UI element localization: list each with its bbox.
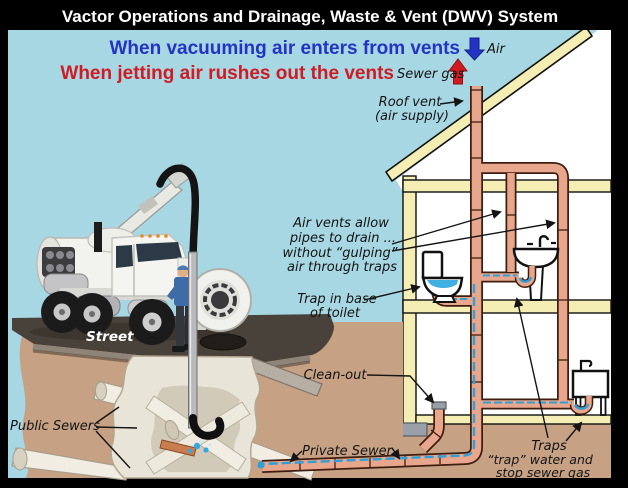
hose-reel [188,268,252,332]
truck-wheels [41,291,175,345]
flow-arrows [448,37,486,85]
worker-leg [176,306,184,348]
ground-scene [11,314,404,481]
house-gable-interior [396,30,611,192]
public-sewer-leader-1 [95,406,120,424]
windshield [136,242,182,262]
air-vent-arrow-1 [391,209,502,245]
sewer-gas-up-arrow-icon [448,58,468,85]
manhole-opening [199,333,247,351]
laundry-trap [571,396,592,414]
public-sewer-leader-2 [95,426,138,429]
air-vents-label-line1: Air vents allow [292,216,389,231]
pipe-open-end [164,419,180,441]
laundry-leg [600,396,607,416]
public-sewers-label: Public Sewers [10,419,100,434]
toilet-base [432,295,457,303]
lavatory-faucet [538,235,550,247]
cab-side-window [116,245,133,268]
water-in-stack [262,284,476,466]
roof [384,25,594,183]
cleanout-riser-pipe [420,407,443,452]
vacuuming-heading: When vacuuming air enters from vents [109,38,460,59]
title-bar [0,0,628,30]
callout-arrows [95,97,583,469]
laundry-faucet [579,359,593,370]
water-in-lav-trap [518,276,533,283]
dwv-piping [261,86,574,473]
waste-water [257,274,572,469]
main-stack-pipe [261,86,482,472]
clay-pipe-stub [159,439,197,457]
worker-arm [167,284,181,300]
private-sewer-label: Private Sewer [302,444,394,459]
traps-label-line2: “trap” water and [487,452,593,467]
public-sewer-leader-3 [95,430,131,469]
worker-cap [177,265,189,270]
air-vents-label-line2: pipes to drain ... [289,231,396,246]
chamber-pipe-b [145,401,251,475]
street-label: Street [86,329,134,345]
roof-vent-arrow [439,97,464,107]
air-label: Air [486,42,507,57]
boom-support [138,196,158,214]
traps-label-line3: stop sewer gas [496,465,591,480]
toilet-trap-arrow [363,284,421,301]
cleanout-label: Clean-out [304,368,368,383]
toilet-trap-label-line2: of toilet [310,306,361,321]
roof-vent-label-line1: Roof vent [379,95,443,110]
pipe-open-end [95,381,107,401]
air-vents-label-line4: air through traps [287,260,397,275]
water-splash [187,440,212,454]
laundry-tub [571,369,610,399]
worker-boot [172,346,185,352]
vactor-truck [36,163,252,352]
lavatory-sink [512,235,560,301]
traps-arrow-long [513,297,549,439]
traps-arrow-short [565,421,583,442]
private-sewer-arrow-right [390,447,401,460]
air-vent-arrow-2 [391,219,556,252]
jet-nozzle [189,414,225,440]
vacuum-hose [156,164,225,454]
page-title: Vactor Operations and Drainage, Waste & … [62,7,558,26]
ground-floor-joist [415,414,612,425]
vent-branch-pipe [481,163,568,404]
toilet-water [427,280,458,289]
lavatory-bowl [512,247,560,269]
toilet-trap-label-line1: Trap in base [297,292,377,307]
laundry-sink [569,359,610,416]
jetting-heading: When jetting air rushes out the vents [60,63,394,84]
manhole-chamber [110,355,261,479]
traps-label-line1: Traps [531,439,566,454]
water-in-laundry-trap [573,403,590,410]
sewer-gas-label: Sewer gas [397,67,465,82]
roof-vent-label-line2: (air supply) [375,109,449,124]
toilet [421,250,464,303]
pipe-open-end [12,447,28,471]
boom-hose-black [156,164,200,260]
private-sewer-arrow-left [289,450,303,463]
water-drop-at-sewer [257,461,265,469]
exhaust-stack [94,222,102,252]
jet-tube-silver [188,251,198,429]
foundation-block [400,422,428,437]
cleanout-cap [431,401,447,410]
air-down-arrow-icon [463,37,486,61]
cleanout-arrow [366,374,435,404]
air-vents-label-line3: without “gulping” [283,246,398,261]
